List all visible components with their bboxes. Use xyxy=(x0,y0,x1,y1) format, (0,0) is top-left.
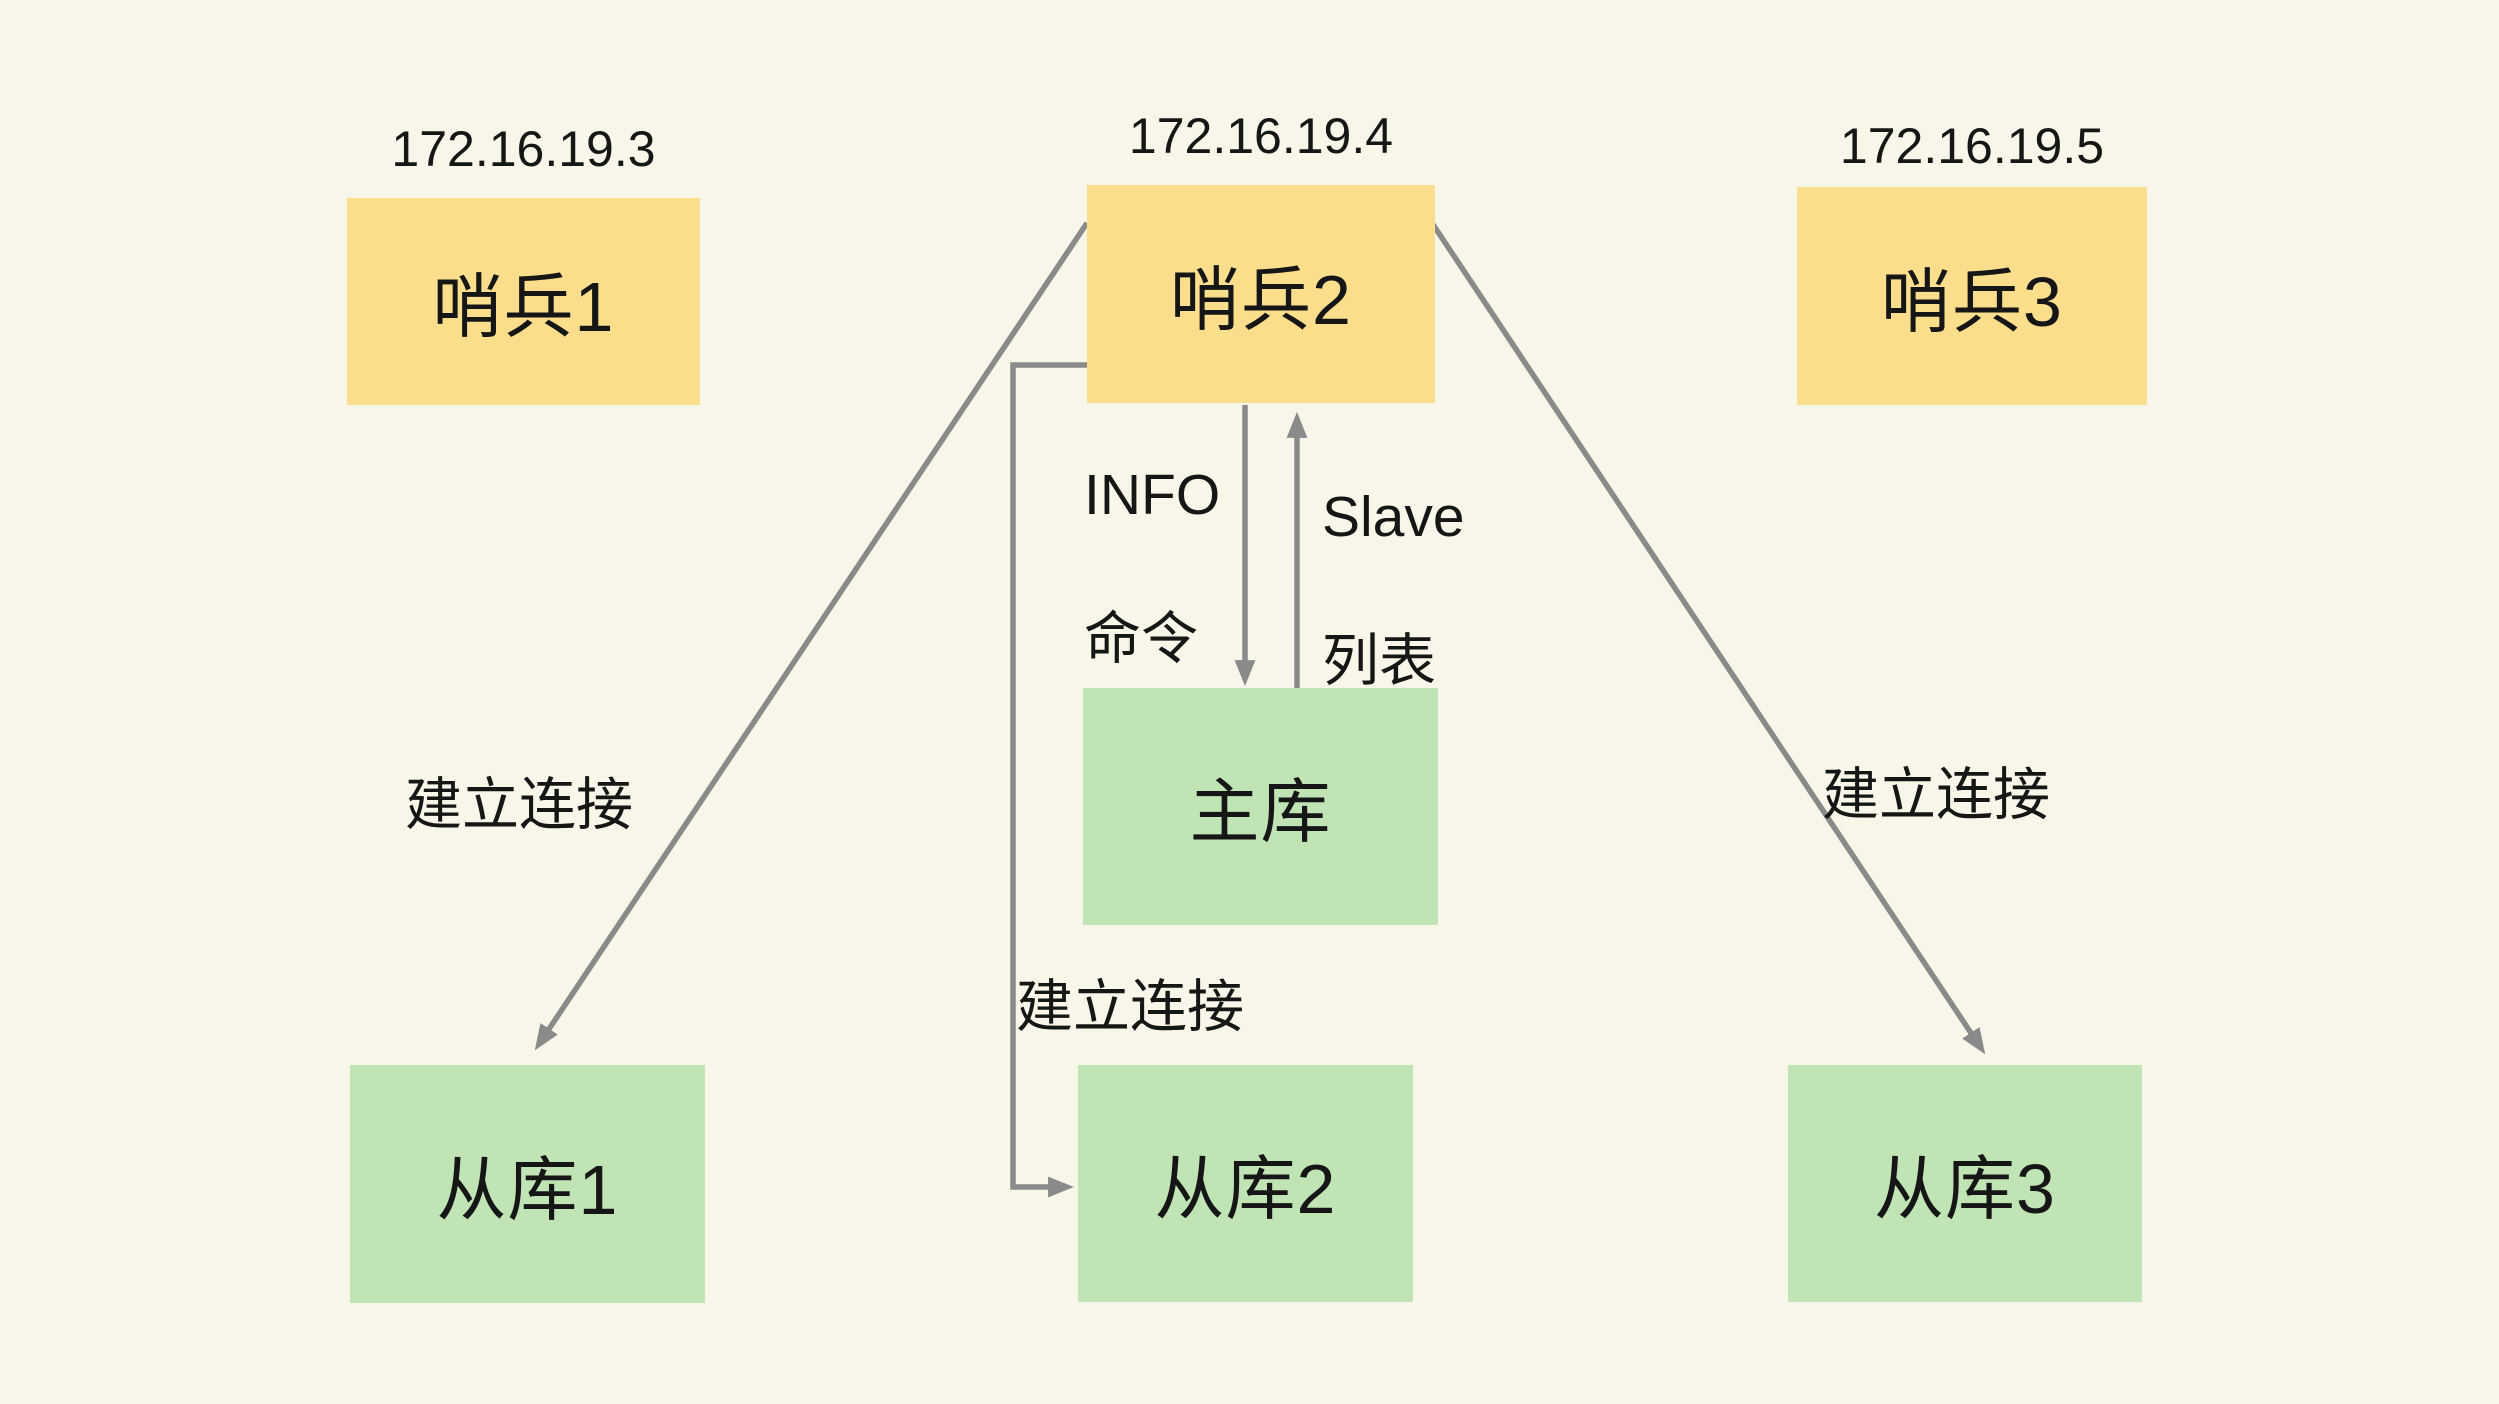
node-sentinel3-label: 哨兵3 xyxy=(1881,262,2063,341)
node-sentinel1: 哨兵1 xyxy=(347,198,700,405)
edge-label-connect-left: 建立连接 xyxy=(405,773,633,837)
edge-label-connect-middle: 建立连接 xyxy=(1016,975,1244,1039)
node-slave1-db-label: 从库1 xyxy=(436,1150,619,1229)
edge-label-connect-right: 建立连接 xyxy=(1822,763,2050,827)
node-slave2-db: 从库2 xyxy=(1078,1065,1413,1302)
edge-label-info-command-line1: INFO xyxy=(1084,463,1221,527)
node-sentinel2: 哨兵2 xyxy=(1087,185,1435,403)
node-slave3-db: 从库3 xyxy=(1788,1065,2142,1302)
edge-sentinel2-to-slave2-elbow xyxy=(1010,362,1087,1198)
ip-label-sentinel1: 172.16.19.3 xyxy=(391,121,656,177)
edge-label-slave-list-line1: Slave xyxy=(1322,485,1465,549)
node-slave1-db: 从库1 xyxy=(350,1065,705,1303)
edge-label-info-command-line2: 命令 xyxy=(1084,606,1198,671)
node-sentinel3: 哨兵3 xyxy=(1797,187,2147,405)
node-slave3-db-label: 从库3 xyxy=(1874,1150,2056,1228)
edge-label-slave-list: Slave 列表 xyxy=(1322,482,1465,697)
node-sentinel1-label: 哨兵1 xyxy=(432,268,615,346)
node-sentinel2-label: 哨兵2 xyxy=(1170,260,1352,339)
ip-label-sentinel3: 172.16.19.5 xyxy=(1839,118,2105,174)
ip-label-sentinel2: 172.16.19.4 xyxy=(1128,108,1394,164)
node-master-db: 主库 xyxy=(1083,688,1438,925)
node-slave2-db-label: 从库2 xyxy=(1154,1150,1337,1228)
node-master-db-label: 主库 xyxy=(1189,773,1332,851)
edge-label-slave-list-line2: 列表 xyxy=(1322,628,1436,693)
edge-label-info-command: INFO 命令 xyxy=(1084,460,1220,675)
